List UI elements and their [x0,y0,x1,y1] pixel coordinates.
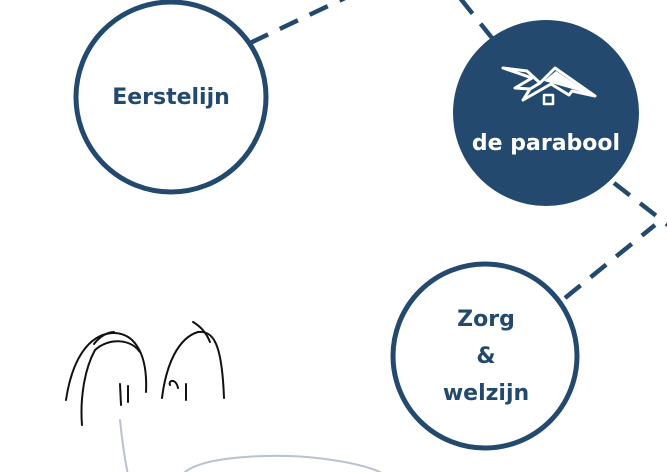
node-parabool-circle [453,20,639,206]
connector-eerstelijn-top [249,0,346,46]
node-zorg-line-2: & [476,344,495,369]
connector-zorg-parabool [563,223,657,300]
sketch-gray-curve [119,419,381,472]
node-zorg-welzijn[interactable]: Zorg & welzijn [390,261,580,451]
node-zorg-line-3: welzijn [443,381,529,406]
connectors [249,0,667,300]
node-eerstelijn-label: Eerstelijn [112,85,230,110]
node-parabool[interactable]: de parabool [453,20,639,206]
node-zorg-circle [390,261,580,451]
connector-parabool-right [612,181,667,227]
node-eerstelijn-circle [73,0,269,195]
paper-plane-house-icon [501,66,597,106]
node-zorg-line-1: Zorg [457,307,515,332]
node-eerstelijn[interactable]: Eerstelijn [73,0,269,195]
node-parabool-label: de parabool [472,131,620,156]
two-people-sketch-icon [65,321,225,426]
connector-parabool-top [458,0,494,40]
